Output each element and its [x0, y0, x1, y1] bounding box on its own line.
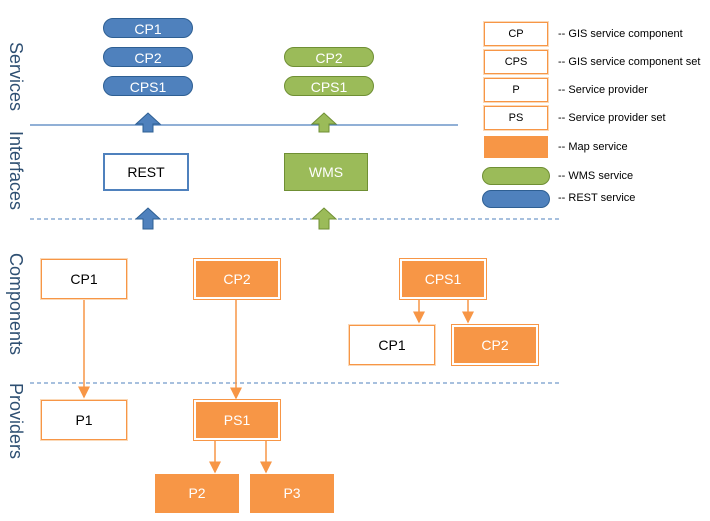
layer-label-providers: Providers: [6, 383, 26, 460]
provider-set-ps1: PS1: [194, 400, 280, 440]
layer-label-services: Services: [6, 42, 26, 112]
wms-up-arrow-bottom: [310, 207, 338, 230]
legend-key-p: P: [484, 78, 548, 102]
legend-desc-wms-service: -- WMS service: [558, 170, 634, 182]
legend-key-map-service: [484, 136, 548, 158]
wms-service-cp2: CP2: [284, 47, 374, 67]
component-cp2: CP2: [194, 259, 280, 299]
legend-key-cps: CPS: [484, 50, 548, 74]
layer-label-interfaces: Interfaces: [6, 131, 26, 211]
rest-up-arrow-bottom: [134, 207, 162, 230]
wms-interface: WMS: [284, 153, 368, 191]
legend-key-rest-service: [482, 190, 550, 208]
provider-p3: P3: [250, 474, 334, 513]
component-cps1-child-cp1: CP1: [349, 325, 435, 365]
provider-p2: P2: [155, 474, 239, 513]
legend-desc-cp: -- GIS service component: [558, 28, 683, 40]
rest-service-cp1: CP1: [103, 18, 193, 38]
wms-service-cps1: CPS1: [284, 76, 374, 96]
legend-desc-map-service: -- Map service: [558, 141, 628, 153]
legend-key-wms-service: [482, 167, 550, 185]
component-cps1: CPS1: [400, 259, 486, 299]
rest-up-arrow-top: [134, 112, 162, 133]
rest-service-cps1: CPS1: [103, 76, 193, 96]
layer-label-components: Components: [6, 253, 26, 356]
rest-interface: REST: [103, 153, 189, 191]
legend-desc-rest-service: -- REST service: [558, 192, 636, 204]
legend-desc-ps: -- Service provider set: [558, 112, 666, 124]
legend-key-cp: CP: [484, 22, 548, 46]
legend-desc-p: -- Service provider: [558, 84, 648, 96]
legend-desc-cps: -- GIS service component set: [558, 56, 701, 68]
wms-up-arrow-top: [310, 112, 338, 133]
component-cp1: CP1: [41, 259, 127, 299]
rest-service-cp2: CP2: [103, 47, 193, 67]
provider-p1: P1: [41, 400, 127, 440]
component-cps1-child-cp2: CP2: [452, 325, 538, 365]
legend-key-ps: PS: [484, 106, 548, 130]
